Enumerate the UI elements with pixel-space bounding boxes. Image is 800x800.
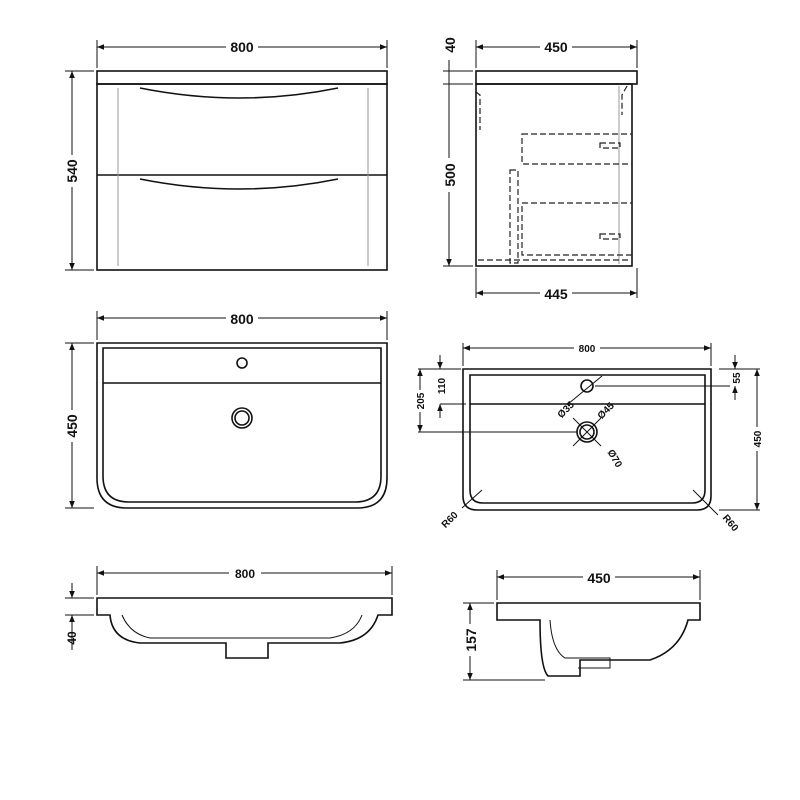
radius-left-label: R60	[440, 510, 461, 531]
basin-front-section: 800 40	[65, 565, 393, 659]
radius-right-label: R60	[720, 513, 741, 534]
detail-depth-label: 450	[753, 430, 764, 447]
basin-detail-view: 800 450 55 110 205 Ø35 Ø45 Ø70 R60 R60	[414, 341, 764, 534]
tap-hole	[236, 357, 248, 369]
front-view: 800 540	[63, 38, 388, 271]
basin-side-section: 450 157	[462, 569, 701, 681]
waste-offset-label: 205	[416, 392, 427, 409]
rim-thickness-label: 40	[65, 631, 79, 645]
tap-hole-offset-label: 55	[732, 372, 743, 384]
waste-outlet	[231, 407, 253, 429]
detail-width-label: 800	[579, 344, 596, 355]
front-width-label: 800	[230, 39, 254, 55]
waste-outer-dia-label: Ø70	[605, 448, 624, 470]
basin-width-label: 800	[230, 311, 254, 327]
side-section-depth-label: 450	[587, 570, 611, 586]
side-view: 450 445 40 500	[441, 34, 638, 302]
tap-to-ledge-label: 110	[437, 377, 448, 394]
side-cabinet-depth-label: 445	[544, 286, 568, 302]
side-section-height-label: 157	[463, 628, 479, 652]
side-depth-label: 450	[544, 39, 568, 55]
front-height-label: 540	[64, 159, 80, 183]
cabinet-height-label: 500	[442, 163, 458, 187]
basin-depth-label: 450	[64, 414, 80, 438]
section-width-label: 800	[235, 567, 255, 581]
basin-plan-view: 800 450	[63, 310, 388, 509]
tap-hole-dia-label: Ø35	[556, 399, 577, 420]
worktop-thickness-label: 40	[442, 37, 458, 53]
